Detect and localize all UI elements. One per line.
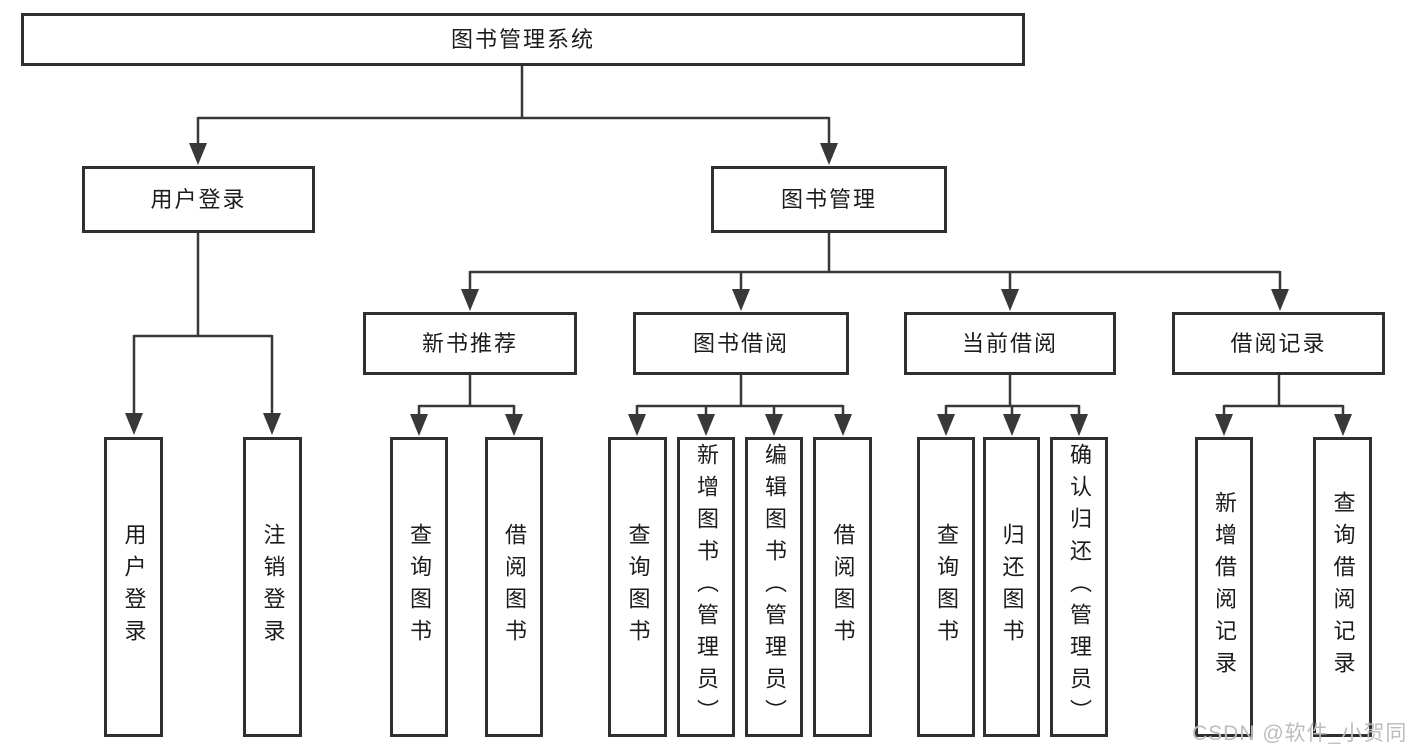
- leaf-query-borrow-record: 查询借阅记录: [1313, 437, 1372, 737]
- leaf-add-borrow-record: 新增借阅记录: [1195, 437, 1253, 737]
- leaf-query-books-3: 查询图书: [917, 437, 975, 737]
- node-root: 图书管理系统: [21, 13, 1025, 66]
- leaf-query-books-2: 查询图书: [608, 437, 667, 737]
- node-new-book-recommend: 新书推荐: [363, 312, 577, 375]
- leaf-borrow-books-2: 借阅图书: [813, 437, 872, 737]
- node-book-management: 图书管理: [711, 166, 947, 233]
- node-user-login: 用户登录: [82, 166, 315, 233]
- leaf-logout: 注销登录: [243, 437, 302, 737]
- leaf-borrow-books-1: 借阅图书: [485, 437, 543, 737]
- leaf-confirm-return-admin: 确认归还（管理员）: [1050, 437, 1108, 737]
- csdn-watermark: CSDN @软件_小贺同学: [1192, 722, 1405, 745]
- leaf-add-books-admin: 新增图书（管理员）: [677, 437, 735, 737]
- leaf-return-books: 归还图书: [983, 437, 1040, 737]
- leaf-user-login: 用户登录: [104, 437, 163, 737]
- node-borrow-records: 借阅记录: [1172, 312, 1385, 375]
- leaf-edit-books-admin: 编辑图书（管理员）: [745, 437, 803, 737]
- node-current-borrow: 当前借阅: [904, 312, 1116, 375]
- node-book-borrow: 图书借阅: [633, 312, 849, 375]
- leaf-query-books-1: 查询图书: [390, 437, 448, 737]
